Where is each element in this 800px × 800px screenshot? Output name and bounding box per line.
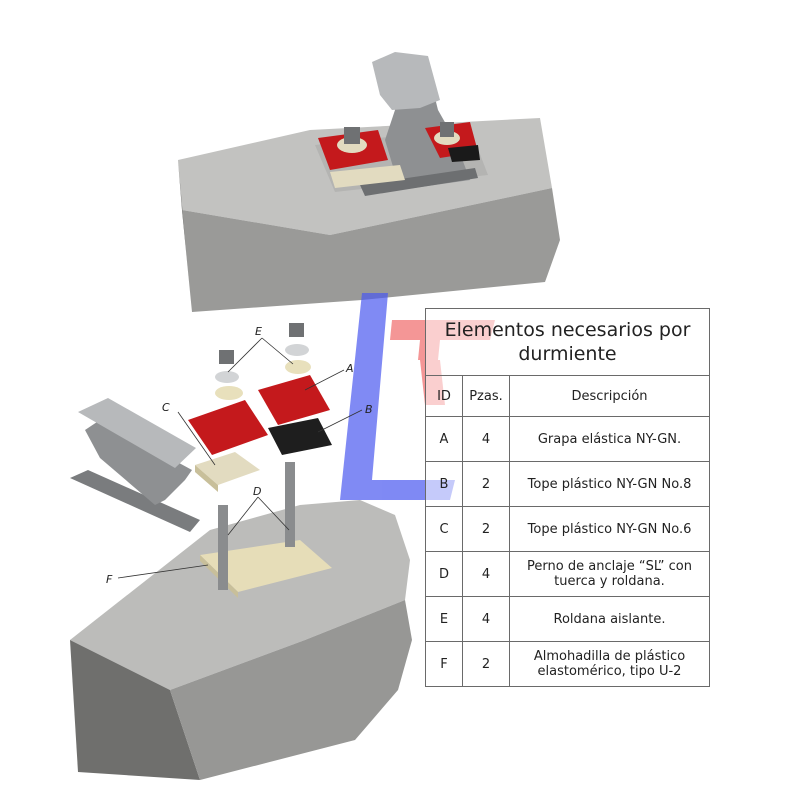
clip-a-left — [188, 400, 268, 455]
leader-c — [177, 411, 216, 466]
nut-right — [289, 323, 304, 337]
callout-c: C — [162, 401, 170, 414]
callout-leaders — [117, 337, 363, 579]
row-id: F — [425, 641, 463, 687]
clip-a-right — [258, 375, 330, 425]
bottom-rail-head — [78, 398, 196, 468]
row-description: Almohadilla de plástico elastomérico, ti… — [509, 641, 710, 687]
header-id: ID — [425, 375, 463, 417]
washer-e-left — [215, 386, 243, 400]
watermark-blue-shape — [340, 293, 455, 500]
leader-d-2 — [257, 496, 290, 531]
row-id: D — [425, 551, 463, 597]
leader-e-2 — [261, 337, 294, 365]
top-rail-head — [372, 52, 440, 110]
row-description: Perno de anclaje “SL” con tuerca y rolda… — [509, 551, 710, 597]
table-row: B 2 Tope plástico NY-GN No.8 — [425, 461, 710, 507]
bottom-sleeper-front-face — [70, 640, 200, 780]
top-insulator-beige — [330, 165, 405, 188]
table-row: E 4 Roldana aislante. — [425, 596, 710, 642]
leader-f — [117, 564, 209, 579]
washer-e-right — [285, 360, 311, 374]
insulator-c-edge — [195, 465, 218, 492]
leader-b — [317, 409, 363, 433]
row-qty: 4 — [462, 596, 510, 642]
row-description: Grapa elástica NY-GN. — [509, 416, 710, 462]
nut-left — [219, 350, 234, 364]
table-row: F 2 Almohadilla de plástico elastomérico… — [425, 641, 710, 687]
callout-a: A — [345, 362, 354, 375]
row-qty: 4 — [462, 416, 510, 462]
callout-d: D — [253, 485, 261, 498]
bottom-sleeper-side-face — [170, 600, 412, 780]
top-insulator-black — [448, 145, 480, 162]
bottom-rail-web — [85, 420, 192, 505]
row-id: E — [425, 596, 463, 642]
top-nut-right — [440, 122, 454, 137]
table-row: A 4 Grapa elástica NY-GN. — [425, 416, 710, 462]
table-title: Elementos necesarios por durmiente — [425, 308, 710, 376]
elastomer-pad-f — [200, 540, 332, 592]
insulator-b — [268, 418, 332, 455]
bottom-rail-foot — [70, 470, 200, 532]
row-description: Roldana aislante. — [509, 596, 710, 642]
table-title-row: Elementos necesarios por durmiente — [425, 308, 710, 376]
row-id: A — [425, 416, 463, 462]
top-sleeper-side-face — [182, 188, 560, 312]
leader-d-1 — [227, 496, 259, 536]
washer-e-left-metal — [215, 371, 239, 383]
table-row: D 4 Perno de anclaje “SL” con tuerca y r… — [425, 551, 710, 597]
row-qty: 2 — [462, 506, 510, 552]
leader-a — [304, 369, 345, 391]
row-description: Tope plástico NY-GN No.8 — [509, 461, 710, 507]
row-id: C — [425, 506, 463, 552]
washer-e-right-metal — [285, 344, 309, 356]
row-id: B — [425, 461, 463, 507]
row-qty: 2 — [462, 641, 510, 687]
callout-f: F — [106, 573, 113, 586]
bottom-sleeper-top-face — [70, 500, 410, 690]
parts-table: Elementos necesarios por durmiente ID Pz… — [425, 308, 710, 687]
header-qty: Pzas. — [462, 375, 510, 417]
top-rail-foot — [360, 168, 478, 196]
leader-e-1 — [227, 337, 263, 373]
callout-labels: E A B C D F — [106, 325, 373, 586]
header-description: Descripción — [509, 375, 710, 417]
anchor-bolt-left — [218, 505, 228, 590]
exploded-sleeper — [70, 323, 412, 780]
anchor-bolt-right — [285, 462, 295, 547]
callout-e: E — [255, 325, 262, 338]
top-nut-left — [344, 127, 360, 144]
table-header-row: ID Pzas. Descripción — [425, 375, 710, 417]
callout-b: B — [365, 403, 373, 416]
row-qty: 4 — [462, 551, 510, 597]
table-row: C 2 Tope plástico NY-GN No.6 — [425, 506, 710, 552]
assembled-sleeper — [178, 52, 560, 312]
row-qty: 2 — [462, 461, 510, 507]
row-description: Tope plástico NY-GN No.6 — [509, 506, 710, 552]
